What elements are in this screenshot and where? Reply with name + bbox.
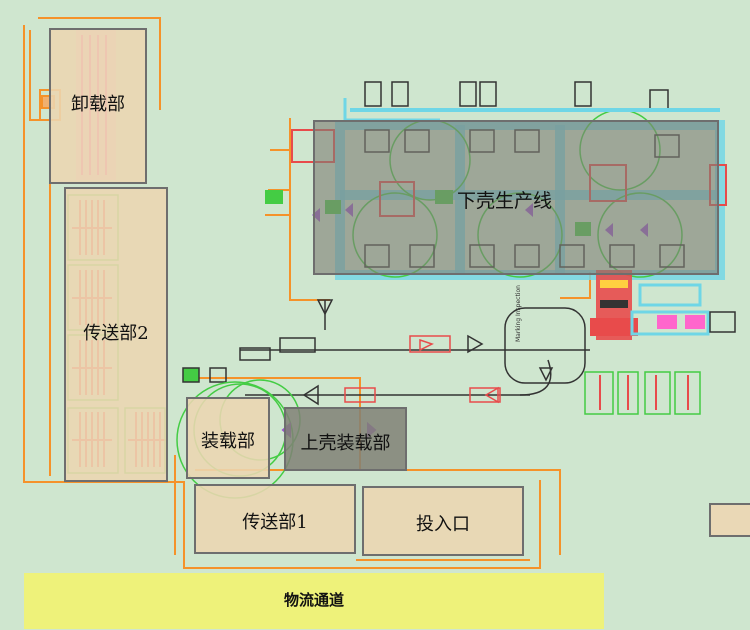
lower-shell-line-label: 下壳生产线 — [457, 190, 553, 212]
transfer1-zone[interactable]: 传送部1 — [194, 484, 356, 554]
logistics-aisle[interactable]: 物流通道 — [24, 573, 604, 629]
top-fragments — [343, 81, 720, 122]
input-zone[interactable]: 投入口 — [362, 486, 524, 556]
fixtures-right — [584, 371, 701, 415]
right-machine — [590, 270, 736, 340]
upper-shell-loading-zone[interactable]: 上壳装载部 — [284, 407, 407, 471]
inspection-label: Marking Inspection — [515, 285, 522, 342]
unloading-label: 卸载部 — [71, 94, 125, 115]
transfer1-label: 传送部1 — [242, 512, 308, 533]
transfer2-label: 传送部2 — [83, 323, 149, 344]
upper-shell-loading-label: 上壳装载部 — [300, 433, 391, 454]
unloading-zone[interactable]: 卸载部 — [49, 28, 147, 184]
input-label: 投入口 — [416, 514, 470, 535]
loading-zone[interactable]: 装载部 — [186, 397, 270, 479]
conveyor-lines — [182, 299, 590, 406]
edge-zone — [709, 503, 750, 537]
transfer2-zone[interactable]: 传送部2 — [64, 187, 168, 482]
lower-shell-line-zone[interactable] — [313, 120, 719, 275]
loading-label: 装载部 — [201, 431, 255, 452]
logistics-aisle-label: 物流通道 — [283, 591, 344, 609]
